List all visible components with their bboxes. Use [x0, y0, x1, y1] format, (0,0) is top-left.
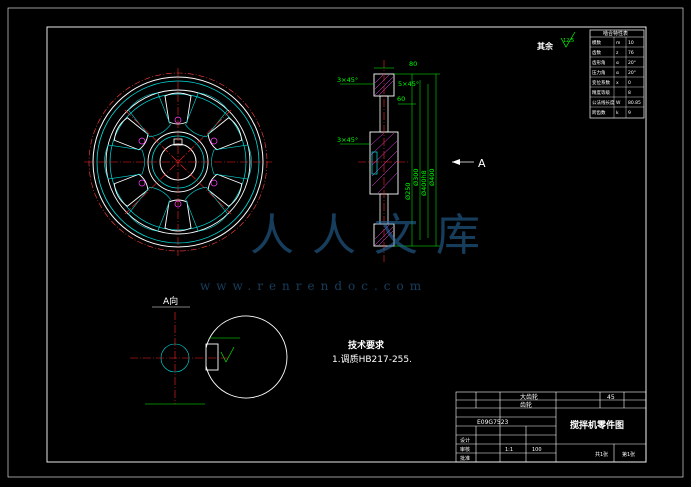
param-cell: m	[616, 41, 620, 46]
param-cell: k	[616, 110, 619, 116]
param-cell: 跨齿数	[592, 109, 606, 116]
dim-dia-1: Ø250	[404, 182, 412, 200]
param-cell: 齿数	[592, 49, 601, 56]
title-sheet-current: 第1张	[622, 451, 635, 458]
view-a-title: A向	[163, 295, 178, 307]
title-qty: 100	[532, 447, 542, 453]
watermark: 人人文库 www.renrendoc.com	[200, 210, 498, 293]
param-cell: 压力角	[592, 69, 606, 76]
param-cell: 80.85	[628, 100, 641, 106]
gear-parameter-table: 啮合特性表 模数 m 10 齿数 z 76 齿形角 α 20° 压力角 α 20° 变位系数 x 0 精度等级…	[589, 29, 645, 119]
title-scale: 1:1	[505, 447, 513, 453]
technical-requirements: 技术要求 1.调质HB217-255.	[332, 339, 412, 365]
dim-hub-width: 60	[397, 95, 405, 103]
dim-dia-4: Ø400	[428, 168, 436, 186]
title-row-checker: 审核	[460, 446, 470, 453]
param-cell: 10	[628, 40, 634, 46]
gear-section-view	[358, 60, 410, 262]
title-row-designer: 设计	[460, 437, 470, 444]
title-block	[455, 391, 647, 463]
param-cell: 公法线长度	[592, 99, 615, 106]
title-part-name: 大齿轮	[520, 393, 538, 401]
dim-chamfer-right: 5×45°	[398, 80, 419, 88]
param-cell: 精度等级	[592, 89, 610, 96]
title-block-texts: 大齿轮 齿轮 45 E09G7523 搅拌机零件图 设计 审核 批准 1:1 1…	[460, 393, 635, 462]
param-cell: 8	[628, 90, 631, 96]
param-cell: α	[616, 71, 619, 76]
param-cell: α	[616, 61, 619, 66]
dim-dia-2: Ø300	[412, 168, 420, 186]
tech-req-line1: 1.调质HB217-255.	[332, 353, 412, 365]
param-table-title: 啮合特性表	[603, 30, 628, 37]
title-sheet-total: 共1张	[595, 451, 608, 458]
title-drawing-title: 搅拌机零件图	[570, 419, 624, 431]
dim-chamfer-mid: 3×45°	[337, 136, 358, 144]
watermark-text-cn: 人人文库	[250, 210, 498, 261]
title-material: 45	[607, 394, 615, 401]
param-cell: 20°	[628, 70, 636, 76]
section-dimension-texts: 3×45° 3×45° 5×45° 80 60 Ø250 Ø300 Ø400h8…	[337, 60, 436, 200]
title-part-kind: 齿轮	[520, 401, 532, 409]
drawing-frame	[7, 7, 684, 478]
section-dimension-lines	[340, 67, 440, 247]
param-cell: z	[616, 51, 619, 56]
param-cell: 模数	[592, 39, 601, 46]
watermark-url: www.renrendoc.com	[200, 279, 427, 293]
section-label-a: A	[478, 157, 486, 170]
dim-dia-3: Ø400h8	[420, 170, 428, 196]
roughness-value: 12.5	[563, 38, 574, 44]
dim-chamfer-top: 3×45°	[337, 76, 358, 84]
title-drawing-number: E09G7523	[477, 419, 509, 426]
param-cell: 9	[628, 110, 631, 116]
dim-width-top: 80	[409, 60, 417, 68]
param-cell: 76	[628, 50, 634, 56]
param-cell: 变位系数	[592, 79, 610, 86]
tech-req-title: 技术要求	[348, 339, 385, 351]
gear-front-view	[84, 68, 272, 256]
param-cell: 齿形角	[592, 59, 606, 66]
param-cell: W	[616, 100, 621, 106]
title-row-approver: 批准	[460, 455, 470, 462]
section-arrow-a: A	[452, 157, 486, 170]
roughness-note: 其余	[537, 41, 554, 51]
param-cell: 20°	[628, 60, 636, 66]
param-cell: 0	[628, 80, 631, 86]
param-cell: x	[616, 81, 619, 86]
view-a: A向	[130, 295, 288, 405]
roughness-symbol: 其余 12.5	[537, 31, 576, 51]
